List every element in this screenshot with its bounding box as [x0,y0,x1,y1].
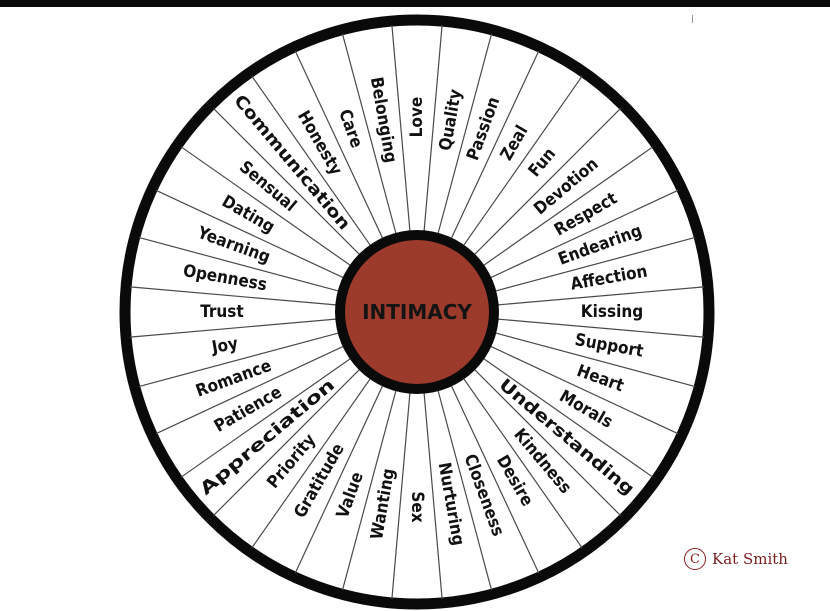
spoke-divider [494,236,696,292]
spoke-label-joy: Joy [209,334,239,358]
spoke-divider [138,332,340,388]
spoke-divider [437,389,493,591]
tick-mark [692,15,693,23]
spoke-divider [212,368,361,517]
spoke-divider [423,391,443,599]
spoke-divider [130,286,338,306]
spoke-divider [450,384,540,574]
spoke-divider [473,107,622,256]
spoke-divider [496,318,704,338]
spoke-divider [391,25,411,233]
spoke-label-sex: Sex [407,491,427,522]
spoke-divider [496,286,704,306]
spoke-divider [494,332,696,388]
spoke-divider [180,146,352,267]
spoke-divider [251,75,372,247]
spoke-divider [294,50,384,240]
spoke-divider [251,377,372,549]
spoke-divider [155,189,345,279]
spoke-lines [130,25,704,599]
spoke-divider [489,189,679,279]
spoke-divider [155,345,345,435]
spoke-divider [473,368,622,517]
spoke-divider [341,389,397,591]
center-label: INTIMACY [362,300,472,324]
spoke-divider [462,377,583,549]
spoke-label-love: Love [407,97,427,138]
spoke-divider [450,50,540,240]
spoke-divider [341,33,397,235]
spoke-divider [482,146,654,267]
spoke-label-kissing: Kissing [581,302,643,322]
credit: C Kat Smith [684,548,788,570]
credit-text: Kat Smith [712,550,788,568]
spoke-divider [180,357,352,478]
spoke-divider [437,33,493,235]
spoke-divider [138,236,340,292]
spoke-divider [391,391,411,599]
spoke-divider [294,384,384,574]
spoke-divider [212,107,361,256]
spoke-divider [130,318,338,338]
spoke-divider [462,75,583,247]
spoke-divider [482,357,654,478]
spoke-label-trust: Trust [200,302,243,322]
top-border [0,0,830,7]
spoke-divider [489,345,679,435]
spoke-divider [423,25,443,233]
hub [345,240,489,384]
copyright-icon: C [684,548,706,570]
